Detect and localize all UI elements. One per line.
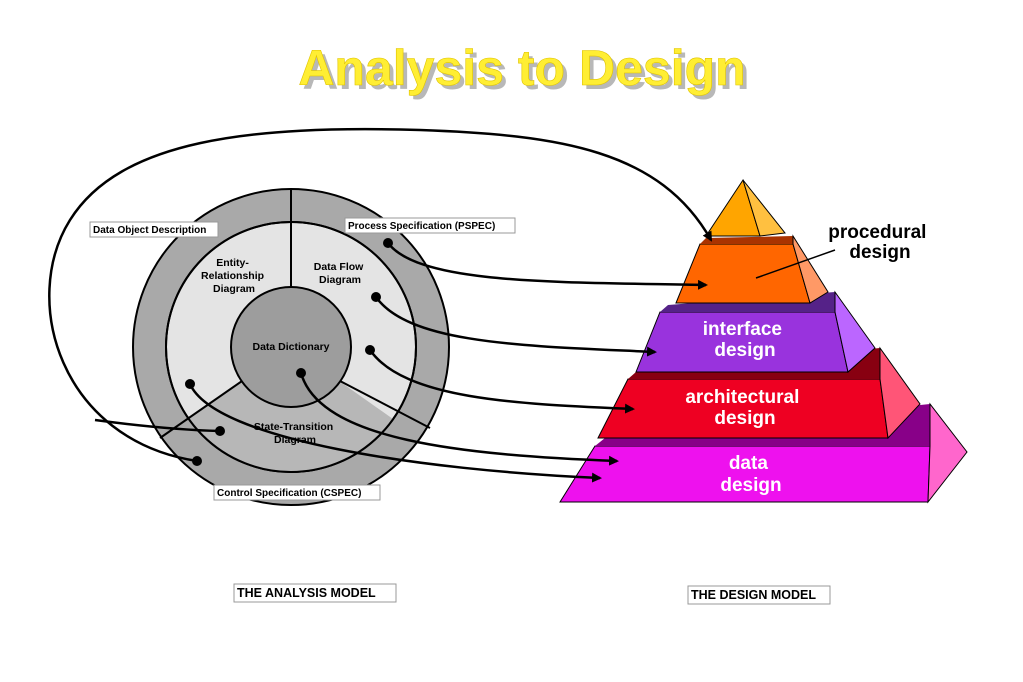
connector-state-transition (94, 418, 221, 433)
architectural-design-label: architectural design (685, 387, 804, 429)
data-object-description-box: Data Object Description (89, 221, 219, 238)
procedural-design-label: procedural design (828, 222, 931, 263)
data-flow-label: Data Flow Diagram (314, 261, 367, 286)
page-title: Analysis to Design (298, 40, 745, 96)
architectural-design-side (879, 346, 921, 440)
connectors (48, 127, 713, 483)
design-pyramid: interface design architectural design da… (559, 178, 968, 504)
connector-er-to-data (188, 383, 602, 483)
connector-loop-to-procedural (48, 127, 713, 463)
process-specification-box: Process Specification (PSPEC) (344, 217, 516, 234)
data-design-side (927, 402, 968, 504)
procedural-callout-line (755, 249, 836, 279)
svg-text:Process Specification (PSPEC): Process Specification (PSPEC) (348, 221, 495, 232)
entity-relationship-label: Entity- Relationship Diagram (201, 257, 267, 295)
svg-text:Control Specification (CSPEC): Control Specification (CSPEC) (217, 488, 361, 499)
data-dictionary-label: Data Dictionary (252, 341, 329, 353)
svg-text:THE DESIGN MODEL: THE DESIGN MODEL (691, 588, 816, 602)
connector-dictionary-to-data (299, 372, 619, 466)
interface-design-side (834, 290, 876, 373)
procedural-design-front (675, 243, 811, 304)
interface-design-label: interface design (703, 319, 787, 361)
analysis-model: Entity- Relationship Diagram Data Flow D… (89, 188, 516, 506)
control-specification-box: Control Specification (CSPEC) (213, 484, 381, 501)
analysis-model-label: THE ANALYSIS MODEL (233, 583, 397, 603)
procedural-design-side (792, 234, 829, 304)
page-title-shadow: Analysis to Design (302, 44, 749, 100)
connector-dataflow-to-architectural (368, 349, 635, 414)
data-design-label: data design (720, 453, 781, 496)
state-transition-sector (189, 347, 393, 472)
connector-pspec-to-procedural (387, 242, 708, 290)
svg-text:Data Object Description: Data Object Description (93, 225, 206, 236)
connector-dataflow-to-interface (374, 296, 657, 357)
svg-text:THE ANALYSIS MODEL: THE ANALYSIS MODEL (237, 586, 376, 600)
design-model-label: THE DESIGN MODEL (687, 585, 831, 605)
